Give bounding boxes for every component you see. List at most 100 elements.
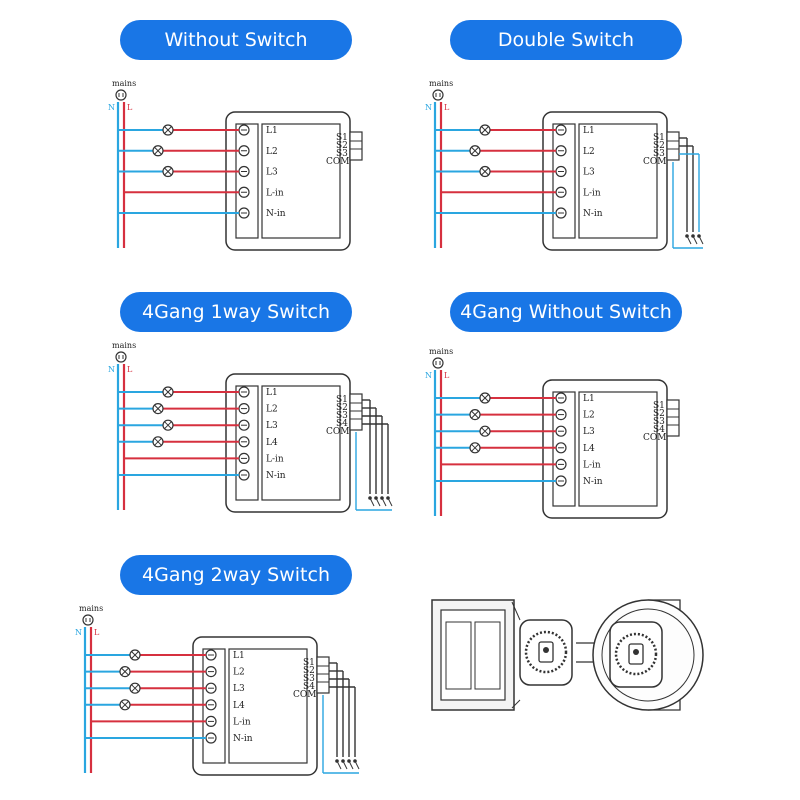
plug-icon — [115, 351, 127, 363]
load-terminal-label: L1 — [583, 126, 595, 136]
live-letter: L — [444, 103, 450, 112]
smart-module-icon — [519, 619, 573, 686]
switch-lever — [375, 497, 381, 507]
lamp-cross — [481, 167, 489, 176]
com-terminal-label: COM — [643, 433, 666, 443]
load-terminal-label: L3 — [266, 421, 278, 431]
switch-connector — [666, 399, 680, 437]
load-terminal-label: L1 — [266, 126, 278, 136]
live-letter: L — [444, 371, 450, 380]
switch-terminal-label: S1 — [336, 395, 348, 405]
lamp-cross — [164, 388, 172, 396]
switch-terminal-label: S4 — [653, 425, 665, 435]
load-terminal-label: L3 — [266, 168, 278, 178]
load-terminal-label: L2 — [233, 668, 245, 678]
com-terminal-label: COM — [293, 690, 316, 700]
load-terminal-label: L2 — [583, 147, 595, 157]
lamp-cross — [121, 667, 129, 676]
neutral-in-label: N-in — [266, 471, 286, 481]
load-terminal-label: L4 — [583, 444, 595, 454]
neutral-letter: N — [108, 365, 115, 374]
title-without-switch: Without Switch — [120, 20, 352, 60]
lamp-cross — [121, 700, 129, 709]
mains-label: mains — [429, 347, 453, 356]
load-terminal-label: L4 — [266, 438, 278, 448]
load-terminal-label: L3 — [583, 168, 595, 178]
title-4gang-without-switch: 4Gang Without Switch — [450, 292, 682, 332]
module-inner-panel — [578, 123, 658, 239]
module-inner-panel — [228, 648, 308, 764]
switch-terminal-label: S2 — [336, 403, 348, 413]
load-terminal-label: L2 — [266, 147, 278, 157]
wall-switch-icon — [431, 599, 521, 711]
neutral-letter: N — [425, 103, 432, 112]
module-inner-panel — [261, 385, 341, 501]
switch-terminal-label: S3 — [303, 674, 315, 684]
lamp-cross — [481, 126, 489, 134]
plug-icon — [432, 89, 444, 101]
switch-lever — [369, 497, 375, 507]
switch-connector — [316, 656, 330, 694]
switch-terminal-label: S2 — [653, 141, 665, 151]
lamp-cross — [481, 427, 489, 436]
plug-icon — [115, 89, 127, 101]
neutral-in-label: N-in — [233, 734, 253, 744]
switch-terminal-label: S1 — [653, 401, 665, 411]
switch-terminal-label: S3 — [336, 149, 348, 159]
title-double-switch: Double Switch — [450, 20, 682, 60]
com-terminal-label: COM — [643, 157, 666, 167]
live-in-label: L-in — [233, 717, 251, 727]
title-4gang-1way-switch: 4Gang 1way Switch — [120, 292, 352, 332]
switch-connector — [349, 393, 363, 431]
switch-terminal-label: S1 — [653, 133, 665, 143]
mains-label: mains — [112, 341, 136, 350]
lamp-cross — [481, 394, 489, 402]
wall-box-icon — [592, 599, 704, 711]
plug-icon — [82, 614, 94, 626]
switch-terminal-label: S3 — [653, 417, 665, 427]
live-letter: L — [127, 365, 133, 374]
neutral-letter: N — [108, 103, 115, 112]
lamp-cross — [154, 146, 162, 155]
live-letter: L — [127, 103, 133, 112]
lamp-cross — [154, 437, 162, 446]
switch-terminal-label: S1 — [336, 133, 348, 143]
com-terminal-label: COM — [326, 157, 349, 167]
module-inner-panel — [578, 391, 658, 507]
lamp-cross — [471, 146, 479, 155]
lamp-cross — [131, 651, 139, 659]
switch-terminal-label: S4 — [303, 682, 315, 692]
plug-icon — [432, 357, 444, 369]
switch-lever — [698, 235, 704, 245]
lamp-cross — [164, 421, 172, 430]
neutral-in-label: N-in — [266, 209, 286, 219]
lamp-cross — [131, 684, 139, 693]
module-inner-panel — [261, 123, 341, 239]
mains-label: mains — [112, 79, 136, 88]
switch-terminal-label: S3 — [653, 149, 665, 159]
load-terminal-label: L2 — [583, 411, 595, 421]
lamp-cross — [471, 410, 479, 419]
switch-lever — [348, 760, 354, 770]
switch-terminal-label: S3 — [336, 411, 348, 421]
mains-label: mains — [79, 604, 103, 613]
neutral-letter: N — [425, 371, 432, 380]
switch-lever — [387, 497, 393, 507]
live-in-label: L-in — [583, 460, 601, 470]
terminal-block — [552, 123, 576, 239]
switch-terminal-label: S2 — [303, 666, 315, 676]
live-in-label: L-in — [266, 454, 284, 464]
switch-lever — [692, 235, 698, 245]
live-letter: L — [94, 628, 100, 637]
live-in-label: L-in — [583, 188, 601, 198]
switch-connector — [666, 131, 680, 161]
load-terminal-label: L3 — [583, 427, 595, 437]
lamp-cross — [471, 443, 479, 452]
load-terminal-label: L4 — [233, 701, 245, 711]
switch-connector — [349, 131, 363, 161]
